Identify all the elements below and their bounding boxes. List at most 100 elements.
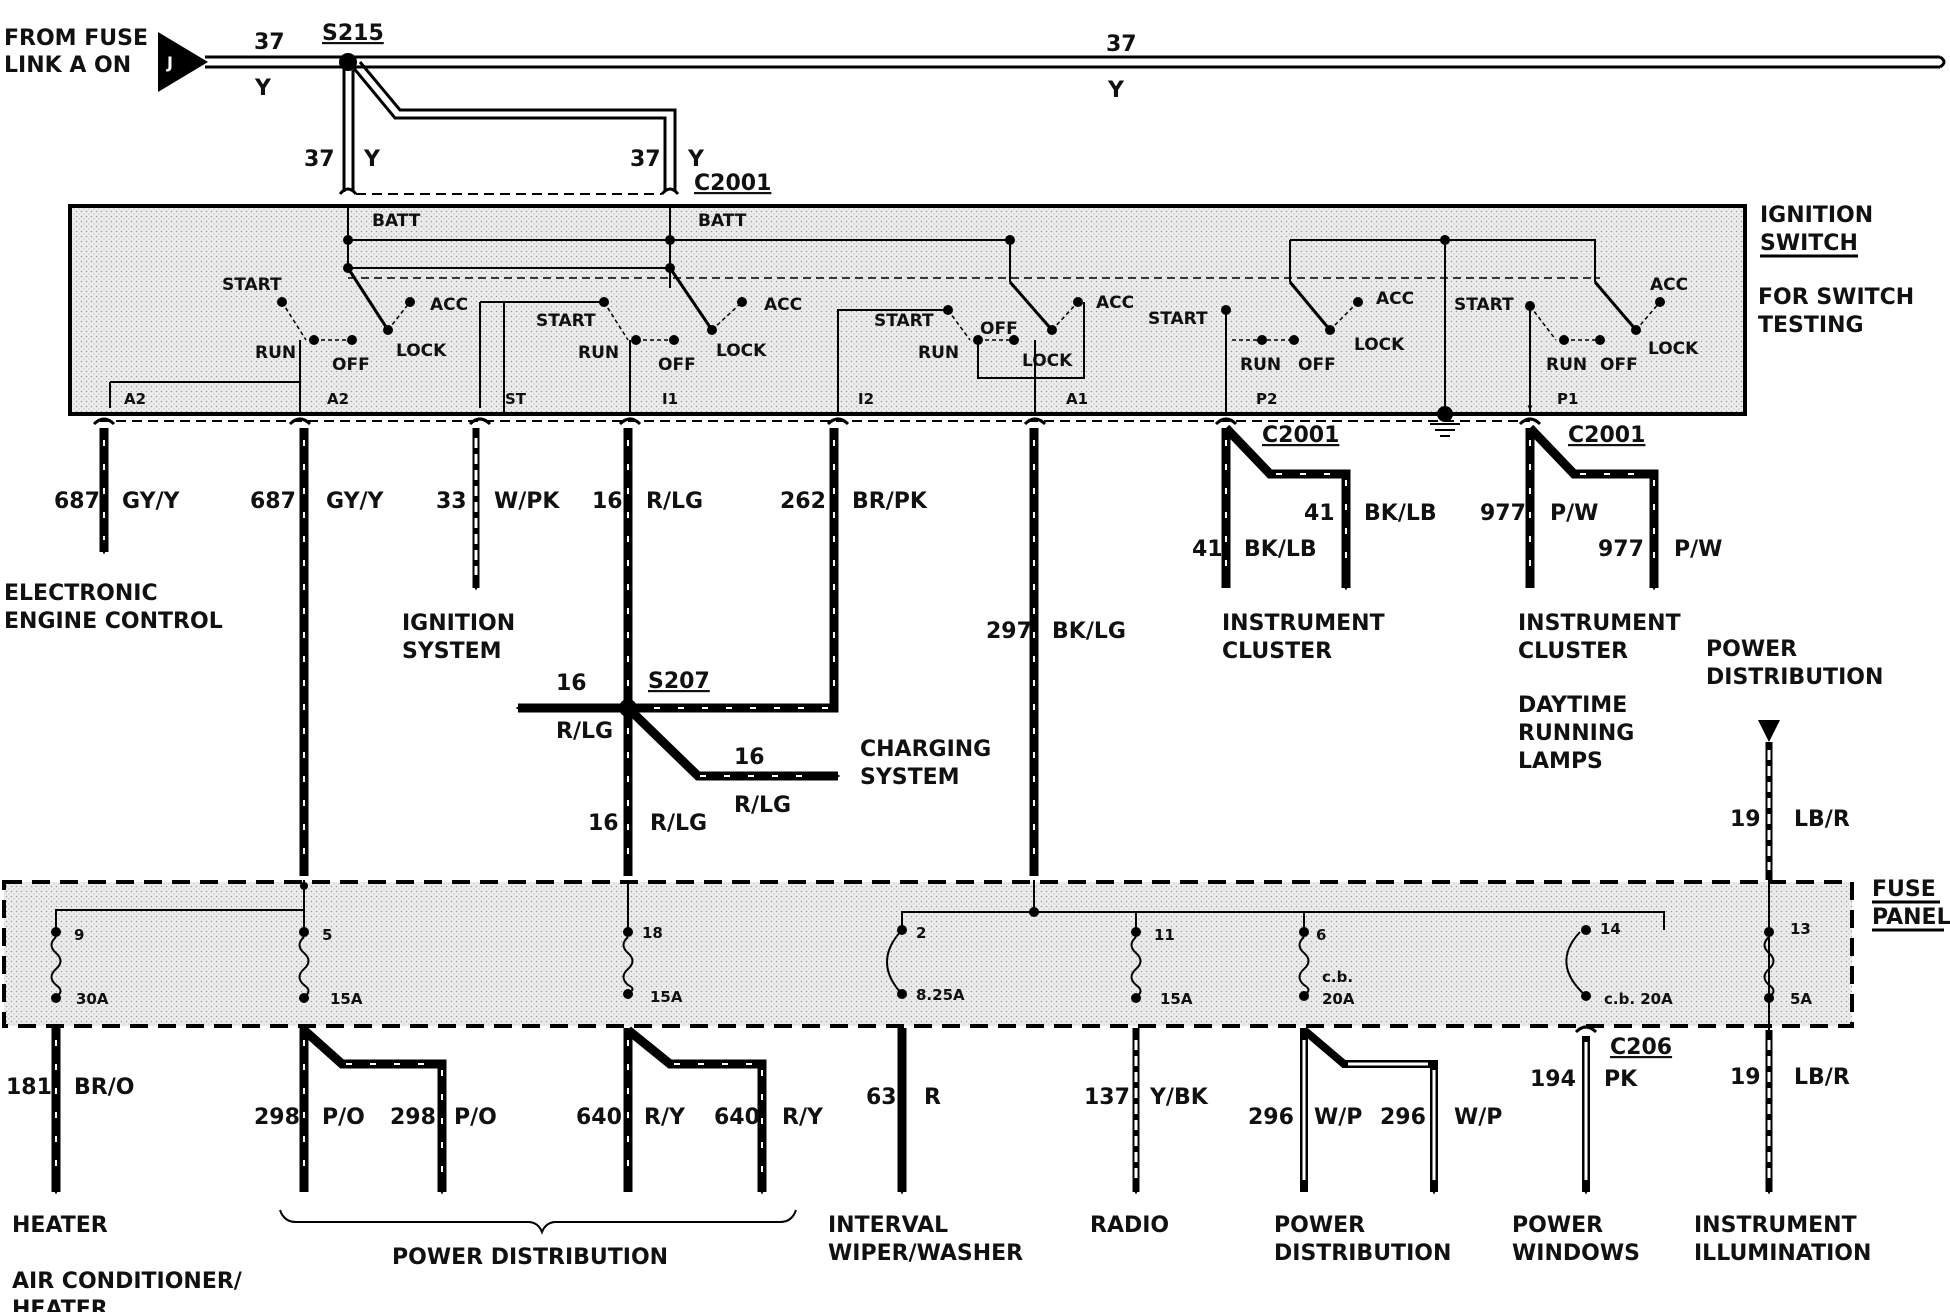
svg-text:c.b.: c.b. [1322,968,1353,986]
c33-color: W/PK [494,489,560,514]
g4-start: START [1148,309,1208,329]
c687a-color: GY/Y [122,489,181,514]
fuse-panel: FUSE PANEL 9 30A 5 15A 18 15A [2,877,1950,1030]
svg-text:2: 2 [916,924,926,942]
c687b-num: 687 [250,489,296,514]
g4-off: OFF [1298,355,1336,375]
wire-262 [628,428,839,713]
wire-16-charging [624,704,841,781]
c687b-color: GY/Y [326,489,385,514]
fuse-bus [55,880,1665,932]
c63-color: R [924,1085,941,1110]
c296a-num: 296 [1248,1105,1294,1130]
wire-break-icon [1939,55,1946,69]
g3-run: RUN [918,343,959,363]
fuse-6: 6 c.b. 20A [1298,926,1355,1008]
svg-text:30A: 30A [76,990,109,1008]
c296b-color: W/P [1454,1105,1502,1130]
dest-pd2-2: DISTRIBUTION [1274,1241,1451,1266]
g3-off: OFF [980,319,1018,339]
c296b-num: 296 [1380,1105,1426,1130]
c298b-num: 298 [390,1105,436,1130]
dest-wiper-1: INTERVAL [828,1213,948,1238]
wires-bottom [51,1025,1773,1192]
pin-a2: A2 [327,390,349,408]
c137-num: 137 [1084,1085,1130,1110]
dest-pd-2: DISTRIBUTION [1706,665,1883,690]
pin-p1: P1 [1557,390,1578,408]
svg-text:14: 14 [1600,920,1621,938]
g2-lock: LOCK [716,341,767,361]
c297-color: BK/LG [1052,619,1126,644]
feed-source-line2: LINK A ON [4,53,131,78]
svg-text:20A: 20A [1322,990,1355,1008]
c16-color: R/LG [646,489,703,514]
c2001b-label: C2001 [1568,423,1645,448]
c19b-color: LB/R [1794,1065,1850,1090]
c296a-color: W/P [1314,1105,1362,1130]
c181-num: 181 [6,1075,52,1100]
svg-text:c.b. 20A: c.b. 20A [1604,990,1673,1008]
dest-ii-2: ILLUMINATION [1694,1241,1871,1266]
c19a-num: 19 [1730,807,1761,832]
fuse-5: 5 15A [298,926,363,1008]
svg-text:9: 9 [74,926,84,944]
g5-run: RUN [1546,355,1587,375]
svg-text:15A: 15A [1160,990,1193,1008]
dest-drl-2: RUNNING [1518,721,1634,746]
g4-run: RUN [1240,355,1281,375]
feed-source-line1: FROM FUSE [4,26,148,51]
dest-chg-2: SYSTEM [860,765,960,790]
fuse-13: 13 5A [1763,920,1812,1008]
c137-color: Y/BK [1149,1085,1209,1110]
dest-ic1-1: INSTRUMENT [1222,611,1385,636]
switch-group-1: START RUN OFF LOCK ACC [110,267,468,412]
c687a-num: 687 [54,489,100,514]
g1-lock: LOCK [396,341,447,361]
c16-num: 16 [592,489,623,514]
c16r-num: 16 [734,745,765,770]
g2-off: OFF [658,355,696,375]
c977a-color: P/W [1550,501,1598,526]
g4-acc: ACC [1376,289,1414,309]
g5-acc: ACC [1650,275,1688,295]
middle-labels: 687 GY/Y 687 GY/Y 33 W/PK 16 R/LG 262 BR… [4,423,1883,836]
bottom-labels: 181 BR/O 298 P/O 298 P/O 640 R/Y 640 R/Y… [6,1035,1871,1312]
ground-icon [1430,423,1460,437]
feed-main-color-right: Y [1107,78,1125,103]
svg-text:5A: 5A [1790,990,1812,1008]
c194-num: 194 [1530,1067,1576,1092]
dest-ii-1: INSTRUMENT [1694,1213,1857,1238]
dest-chg-1: CHARGING [860,737,991,762]
ground-node [1437,406,1453,422]
g1-run: RUN [255,343,296,363]
ignition-switch-title-1: IGNITION [1760,203,1873,228]
dest-ac-1: AIR CONDITIONER/ [12,1269,243,1294]
connector-c206-icon [1574,1025,1598,1034]
c262-color: BR/PK [852,489,928,514]
dest-eec-1: ELECTRONIC [4,581,158,606]
c2001a-label: C2001 [1262,423,1339,448]
c16d-num: 16 [588,811,619,836]
power-dist-feed-icon [1758,720,1780,742]
drop-left-color: Y [363,147,381,172]
ignition-switch-note-2: TESTING [1758,313,1864,338]
ignition-switch-title-2: SWITCH [1760,231,1858,256]
c16l-num: 16 [556,671,587,696]
batt-label-2: BATT [698,211,747,231]
power-dist-brace [279,1209,797,1235]
g2-start: START [536,311,596,331]
c640b-color: R/Y [782,1105,824,1130]
feed-main-circuit: 37 [254,30,285,55]
feed-connector-j [158,32,208,92]
splice-s215-label: S215 [322,21,384,46]
drop-left-circuit: 37 [304,147,335,172]
c19b-num: 19 [1730,1065,1761,1090]
fuse-panel-title-1: FUSE [1872,877,1936,902]
c206-label: C206 [1610,1035,1672,1060]
c194-color: PK [1604,1067,1638,1092]
splice-s207 [619,699,637,717]
svg-text:15A: 15A [650,988,683,1006]
g4-lock: LOCK [1354,335,1405,355]
s207-label: S207 [648,669,710,694]
